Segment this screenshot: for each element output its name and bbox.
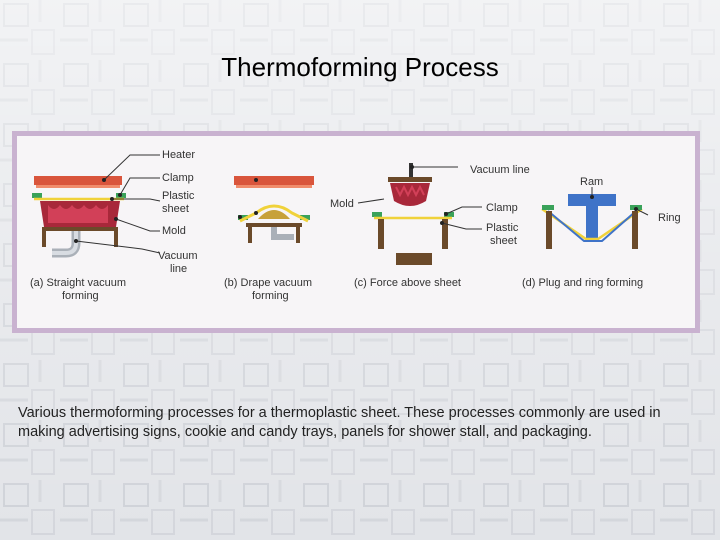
panel-a-straight-vacuum bbox=[32, 176, 126, 258]
heater-b bbox=[234, 176, 314, 185]
label-sheet-a: sheet bbox=[162, 203, 189, 215]
vacuum-pipe-b bbox=[271, 227, 294, 240]
label-plastic-a: Plastic bbox=[162, 190, 195, 202]
vacuum-line-c bbox=[409, 163, 413, 177]
label-line-a: line bbox=[170, 263, 187, 275]
caption-d: (d) Plug and ring forming bbox=[522, 277, 643, 289]
thermoforming-diagram: Heater Clamp Plastic sheet Mold Vacuum l… bbox=[30, 149, 681, 302]
ring-d-left bbox=[542, 205, 554, 210]
caption-a-1: (a) Straight vacuum bbox=[30, 277, 126, 289]
label-vacuum-line-c: Vacuum line bbox=[470, 164, 530, 176]
label-mold-c: Mold bbox=[330, 198, 354, 210]
panel-b-drape-vacuum bbox=[234, 176, 314, 243]
slide-title: Thermoforming Process bbox=[221, 52, 499, 82]
label-ram-d: Ram bbox=[580, 176, 603, 188]
heater-a bbox=[34, 176, 122, 185]
label-mold-a: Mold bbox=[162, 225, 186, 237]
ram-d bbox=[568, 194, 616, 206]
label-clamp-c: Clamp bbox=[486, 202, 518, 214]
label-clamp-a: Clamp bbox=[162, 172, 194, 184]
panel-c-force-above bbox=[372, 163, 454, 265]
caption-c: (c) Force above sheet bbox=[354, 277, 461, 289]
caption-b-2: forming bbox=[252, 290, 289, 302]
caption-a-2: forming bbox=[62, 290, 99, 302]
label-plastic-c: Plastic bbox=[486, 222, 519, 234]
label-heater: Heater bbox=[162, 149, 195, 161]
slide-caption: Various thermoforming processes for a th… bbox=[18, 405, 661, 440]
panel-d-plug-ring bbox=[541, 194, 643, 249]
thermoforming-figure: Heater Clamp Plastic sheet Mold Vacuum l… bbox=[12, 131, 700, 333]
label-sheet-c: sheet bbox=[490, 235, 517, 247]
mold-b bbox=[258, 210, 290, 219]
figure-panel bbox=[17, 136, 695, 328]
label-ring-d: Ring bbox=[658, 212, 681, 224]
caption-b-1: (b) Drape vacuum bbox=[224, 277, 312, 289]
label-vacuum-a: Vacuum bbox=[158, 250, 198, 262]
clamp-a-left bbox=[32, 193, 42, 198]
